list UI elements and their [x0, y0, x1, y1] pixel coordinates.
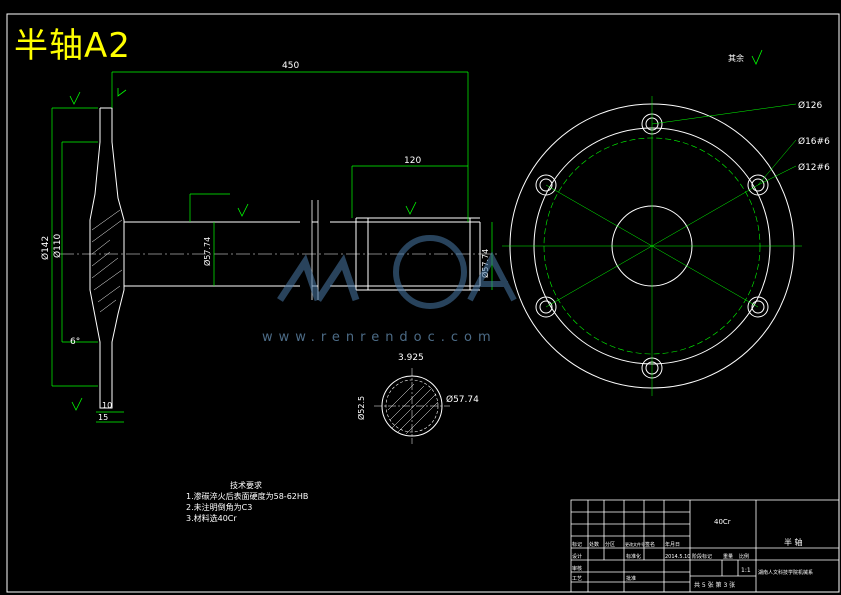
- dim-flange-110: Ø110: [52, 233, 63, 258]
- tech-note-1: 1.渗碳淬火后表面硬度为58-62HB: [186, 492, 309, 501]
- tech-note-3: 3.材料选40Cr: [186, 514, 237, 523]
- tb-l2: 工艺: [572, 576, 582, 582]
- dim-spline-section-dia: Ø57.74: [446, 394, 479, 405]
- tb-material: 40Cr: [714, 518, 731, 526]
- shaft-side-view: [89, 107, 481, 409]
- tb-part-name: 半 轴: [784, 537, 803, 547]
- dim-spline-root: Ø52.5: [356, 396, 366, 420]
- dim-hole-12: Ø12#6: [798, 162, 830, 173]
- tb-date: 2014.5.10: [665, 554, 690, 560]
- spline-section: [374, 368, 450, 444]
- tb-l0: 设计: [572, 553, 582, 560]
- flange-hatch: [91, 209, 123, 313]
- dim-flange-10: 10: [102, 401, 112, 410]
- tb-l1: 审核: [572, 565, 582, 572]
- tb-h5: 年月日: [665, 541, 680, 548]
- tb-l5: 阶段标记: [692, 553, 712, 560]
- tech-notes: 技术要求 1.渗碳淬火后表面硬度为58-62HB 2.未注明倒角为C3 3.材料…: [186, 480, 308, 524]
- drawing-border: [6, 13, 840, 593]
- tb-h3: 更改文件号: [625, 541, 645, 547]
- dim-overall-length: 450: [282, 61, 299, 71]
- dim-hole-16: Ø16#6: [798, 136, 830, 147]
- tb-h1: 处数: [589, 541, 599, 548]
- tb-l4: 批准: [626, 575, 636, 582]
- dim-angle: 6°: [70, 337, 80, 347]
- shaft-break-2: [318, 200, 330, 300]
- drawing-title: 半轴A2: [14, 26, 131, 66]
- tb-sheet: 共 5 张 第 3 张: [694, 581, 735, 589]
- tb-l3: 标准化: [626, 553, 641, 560]
- roughness-rest-label: 其余: [728, 53, 744, 63]
- front-view-centerlines: [502, 96, 802, 396]
- title-block: [570, 499, 840, 593]
- dim-shaft-dia: Ø57.74: [202, 237, 212, 266]
- tb-h2: 分区: [605, 541, 615, 548]
- tb-scale: 1:1: [741, 567, 751, 574]
- dim-spline-dia: Ø57.74: [480, 249, 490, 278]
- tech-note-2: 2.未注明倒角为C3: [186, 503, 253, 512]
- dimension-lines: [51, 71, 493, 423]
- tb-h0: 标记: [572, 541, 582, 548]
- tb-school: 湖南人文科技学院机械系: [758, 569, 813, 576]
- roughness-symbols: [69, 49, 763, 411]
- tb-h4: 签名: [645, 541, 655, 548]
- dim-flange-142: Ø142: [40, 236, 51, 260]
- dim-bolt-circle: Ø126: [798, 100, 823, 111]
- tb-l6: 重量: [723, 553, 733, 560]
- dim-spline-width: 3.925: [398, 353, 424, 363]
- watermark-logo: [277, 235, 517, 309]
- dim-flange-15: 15: [98, 413, 108, 422]
- watermark-site: www.renrendoc.com: [262, 330, 497, 345]
- dim-spline-length: 120: [404, 156, 421, 166]
- tech-notes-title: 技术要求: [230, 481, 262, 490]
- tb-l7: 比例: [739, 553, 749, 560]
